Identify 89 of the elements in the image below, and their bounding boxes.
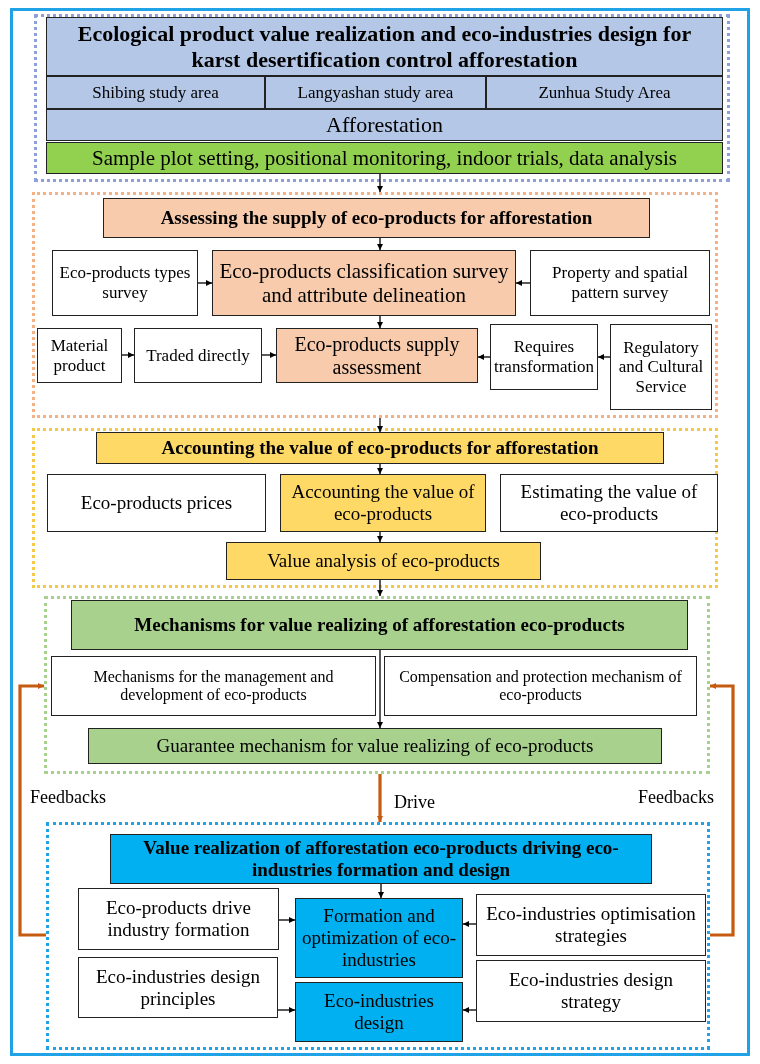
process-box (46, 109, 723, 141)
arrow (377, 579, 383, 597)
arrow (197, 280, 213, 286)
arrow (377, 531, 383, 543)
process-box (500, 474, 718, 532)
process-box (46, 17, 723, 76)
process-box (46, 142, 723, 174)
process-box (486, 76, 723, 109)
arrow (462, 921, 477, 927)
box-text: Afforestation (326, 112, 443, 138)
arrow (515, 280, 531, 286)
box-text: Eco-industries design (323, 990, 435, 1034)
box-heading: Value realization of afforestation eco-products driving eco-industries formation and design (142, 837, 620, 881)
box-text: Traded directly (146, 345, 250, 366)
process-box (52, 250, 198, 316)
box-text: Guarantee mechanism for value realizing of eco-products (156, 735, 594, 757)
arrow (377, 237, 383, 251)
box-text: Eco-products types survey (58, 263, 192, 303)
process-box (212, 250, 516, 316)
box-text: Sample plot setting, positional monitoring, indoor trials, data analysis (92, 145, 677, 171)
process-box (103, 198, 650, 238)
box-text: Requires transformation (493, 337, 595, 377)
process-box (226, 542, 541, 580)
box-text: Zunhua Study Area (538, 82, 671, 103)
box-text: Eco-products prices (80, 492, 233, 514)
process-box (276, 328, 478, 383)
process-box (280, 474, 486, 532)
arrow (377, 649, 383, 729)
process-box (295, 982, 463, 1042)
process-box (78, 957, 278, 1018)
arrow (261, 352, 277, 358)
arrow (121, 352, 135, 358)
box-text: Material product (49, 335, 110, 376)
process-box (610, 324, 712, 410)
dotted-group-frame (34, 14, 730, 182)
box-text: Formation and optimization of eco-industries (300, 905, 458, 971)
box-text: Compensation and protection mechanism of eco-products (398, 667, 683, 705)
dotted-group-frame (46, 822, 710, 1050)
arrow (377, 417, 383, 433)
arrow (597, 354, 611, 360)
box-heading: Accounting the value of eco-products for afforestation (161, 437, 599, 459)
process-box (71, 600, 688, 650)
box-text: Langyashan study area (297, 82, 454, 103)
process-box (88, 728, 662, 764)
arrow (377, 173, 383, 193)
process-box (37, 328, 122, 383)
process-box (51, 656, 376, 716)
arrow (378, 883, 384, 899)
box-heading: Assessing the supply of eco-products for afforestation (160, 207, 593, 229)
process-box (78, 888, 279, 950)
box-text: Eco-industries optimisation strategies (485, 903, 697, 947)
process-box (265, 76, 486, 109)
box-heading: Mechanisms for value realizing of afforestation eco-products (134, 614, 625, 636)
arrow (18, 683, 46, 937)
process-box (295, 898, 463, 978)
arrow (278, 917, 296, 923)
box-text: Eco-industries design strategy (507, 969, 675, 1013)
box-text: Accounting the value of eco-products (290, 481, 476, 525)
process-box (47, 474, 266, 532)
dotted-group-frame (32, 428, 718, 588)
dotted-group-frame (32, 192, 718, 418)
process-box (110, 834, 652, 884)
box-text: Mechanisms for the management and development of eco-products (92, 667, 335, 705)
process-box (384, 656, 697, 716)
arrow (377, 463, 383, 475)
arrow (477, 354, 491, 360)
box-text: Value analysis of eco-products (267, 550, 500, 572)
process-box (476, 894, 706, 956)
box-text: Estimating the value of eco-products (519, 481, 699, 525)
box-text: Eco-products drive industry formation (104, 897, 253, 941)
process-box (476, 960, 706, 1022)
box-text: Eco-industries design principles (94, 965, 262, 1010)
process-box (490, 324, 598, 390)
arrow (710, 683, 735, 937)
process-box (530, 250, 710, 316)
process-box (134, 328, 262, 383)
arrow (377, 774, 383, 822)
arrow (377, 315, 383, 329)
arrow (462, 1007, 477, 1013)
process-box (96, 432, 664, 464)
box-text: Eco-products classification survey and attribute delineation (218, 258, 510, 308)
dotted-group-frame (44, 596, 710, 774)
arrow (277, 1007, 296, 1013)
box-text: Eco-products supply assessment (293, 332, 461, 379)
box-text: Property and spatial pattern survey (551, 263, 689, 303)
box-heading: Ecological product value realization and eco-industries design for karst desertification control afforestation (76, 21, 693, 72)
box-text: Regulatory and Cultural Service (617, 337, 705, 397)
box-text: Shibing study area (92, 82, 219, 103)
process-box (46, 76, 265, 109)
